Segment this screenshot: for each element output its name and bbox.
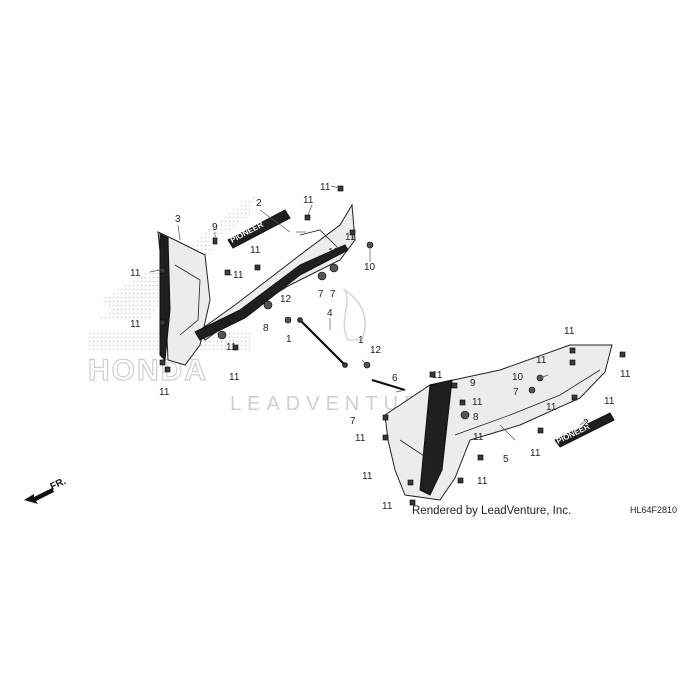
callout-11: 11 (130, 319, 141, 330)
part-4-rod (297, 317, 348, 368)
callout-10-lower: 10 (512, 372, 524, 383)
callout-10-upper: 10 (364, 262, 376, 273)
callout-11: 11 (130, 268, 141, 279)
callout-11: 11 (159, 387, 170, 398)
callout-11: 11 (226, 342, 237, 353)
callout-11: 11 (604, 396, 615, 407)
callout-11: 11 (477, 476, 488, 487)
part-6-rod (371, 378, 406, 392)
callout-8-lower: 8 (473, 412, 479, 423)
callout-6: 6 (392, 373, 398, 384)
callout-11: 11 (530, 448, 541, 459)
callout-1-upper: 1 (286, 334, 292, 345)
callout-11: 11 (345, 232, 356, 243)
callout-numbers: 2 3 9 11 11 11 11 11 11 11 11 11 10 7 7 … (130, 182, 631, 512)
callout-11: 11 (472, 397, 483, 408)
callout-7: 7 (330, 289, 336, 300)
render-credit: Rendered by LeadVenture, Inc. (412, 505, 572, 517)
callout-11: 11 (546, 402, 557, 413)
callout-4: 4 (327, 308, 333, 319)
callout-9-upper: 9 (212, 222, 218, 233)
callout-11: 11 (432, 370, 443, 381)
callout-7: 7 (318, 289, 324, 300)
callout-11: 11 (620, 369, 631, 380)
front-direction-indicator: FR. (24, 476, 68, 504)
callout-2-upper: 2 (256, 198, 262, 209)
callout-2-lower: 2 (583, 418, 589, 429)
diagram-code: HL64F2810 (630, 505, 678, 515)
front-arrow-icon (24, 488, 54, 504)
fastener-group (159, 185, 626, 506)
callout-8-upper: 8 (263, 323, 269, 334)
callout-11: 11 (362, 471, 373, 482)
callout-5: 5 (503, 454, 509, 465)
front-label: FR. (49, 476, 68, 493)
callout-11: 11 (564, 326, 575, 337)
callout-11: 11 (303, 195, 314, 206)
leadventure-watermark-text: LEADVENTURE (230, 393, 444, 415)
callout-12-upper: 12 (280, 294, 292, 305)
callout-11: 11 (229, 372, 240, 383)
callout-11: 11 (355, 433, 366, 444)
callout-11: 11 (473, 432, 484, 443)
callout-11: 11 (320, 182, 331, 193)
callout-7: 7 (513, 387, 519, 398)
leadventure-watermark: LEADVENTURE (230, 287, 444, 415)
callout-11: 11 (328, 247, 339, 258)
part-5-side-lower-panel (384, 344, 613, 501)
leader-lines (149, 185, 588, 441)
callout-3: 3 (175, 214, 181, 225)
callout-11: 11 (536, 355, 547, 366)
callout-11: 11 (233, 270, 244, 281)
callout-9-lower: 9 (470, 378, 476, 389)
callout-1-lower: 1 (358, 335, 364, 346)
callout-12-lower: 12 (370, 345, 382, 356)
part-2-upper-side-rail (194, 203, 356, 341)
callout-11: 11 (250, 245, 261, 256)
callout-7: 7 (350, 416, 356, 427)
callout-11: 11 (382, 501, 393, 512)
